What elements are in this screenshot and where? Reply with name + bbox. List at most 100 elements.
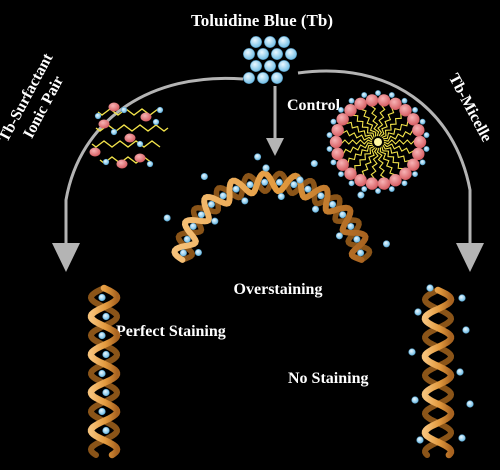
dye-dot — [375, 188, 381, 194]
bound-dye-dot — [329, 200, 337, 208]
dye-dot — [419, 118, 426, 125]
surfactant-tail — [354, 145, 375, 172]
surrounding-dye-dot — [277, 193, 285, 201]
dye-dot — [338, 107, 344, 113]
surfactant-tail — [383, 129, 414, 142]
free-dye-dot — [462, 326, 470, 334]
bound-dye-dot — [98, 331, 106, 340]
surfactant-head — [354, 174, 367, 187]
arrow-left-curve — [52, 76, 244, 272]
dye-dot — [326, 146, 333, 152]
bound-dye-dot — [261, 178, 269, 186]
surfactant-head — [89, 147, 101, 157]
toluidine-blue-dye-cluster — [243, 36, 297, 84]
dye-dot — [412, 107, 418, 113]
free-dye-dot — [408, 348, 416, 356]
bound-dye-dot — [347, 222, 355, 230]
surrounding-dye-dot — [194, 248, 202, 256]
free-dye-molecules — [262, 164, 474, 444]
surfactant-head — [399, 104, 412, 117]
free-dye-dot — [458, 294, 466, 302]
surfactant-tail — [91, 140, 161, 148]
surfactant-head — [412, 123, 425, 137]
bound-dye-dot — [246, 181, 254, 189]
helix-strand-front — [421, 286, 455, 459]
surfactant-tail — [383, 143, 415, 155]
surfactant-tail — [379, 147, 396, 176]
free-dye-dot — [416, 436, 424, 444]
dye-dot — [361, 186, 368, 192]
perfect-stained-dna-helix — [87, 284, 121, 459]
surrounding-dye-dot — [382, 240, 390, 248]
bound-dye-dot — [179, 249, 187, 257]
micelle-core — [374, 138, 382, 146]
dye-dot — [136, 140, 144, 148]
surfactant-head — [98, 119, 110, 129]
free-dye-dot — [296, 176, 304, 184]
surrounding-dye-dot — [311, 205, 319, 213]
dye-dot — [257, 72, 269, 84]
dye-dot — [412, 171, 418, 177]
dye-dot — [271, 48, 283, 60]
arrow-control-down — [266, 86, 284, 156]
free-dye-dot — [456, 368, 464, 376]
surfactant-head — [344, 167, 357, 180]
dye-dot — [338, 171, 344, 177]
surrounding-dye-dot — [357, 191, 365, 199]
surfactant-tail — [380, 107, 395, 137]
surfactant-head — [412, 147, 425, 161]
bound-dye-dot — [98, 407, 106, 416]
surfactant-tail — [383, 139, 416, 145]
surfactant-head — [336, 113, 349, 126]
bound-dye-dot — [98, 369, 106, 378]
surfactant-tail — [370, 147, 379, 180]
bound-dye-dot — [357, 249, 365, 257]
surfactant-tail — [352, 114, 375, 138]
surfactant-head — [399, 167, 412, 180]
surrounding-dye-dot — [211, 217, 219, 225]
surrounding-dye-dot — [335, 232, 343, 240]
surfactant-tail — [376, 147, 386, 179]
title-toluidine-blue: Toluidine Blue (Tb) — [191, 11, 333, 30]
dye-dot — [348, 97, 355, 104]
free-dye-dot — [414, 308, 422, 316]
dye-dot — [120, 106, 128, 114]
surfactant-tail — [345, 121, 374, 140]
surrounding-dye-dot — [163, 214, 171, 222]
bound-dye-dot — [232, 185, 240, 193]
surfactant-tail — [340, 139, 373, 145]
bound-dye-dot — [102, 426, 110, 435]
dye-dot — [330, 159, 337, 166]
surrounding-dye-dot — [200, 173, 208, 181]
helix-strand-front — [87, 284, 121, 459]
bound-dye-dot — [353, 235, 361, 243]
helix-strand-back — [421, 287, 455, 458]
surfactant-tail — [341, 129, 373, 141]
dye-dot — [156, 106, 164, 114]
dye-dot — [146, 160, 154, 168]
surrounding-dye-dot — [254, 153, 262, 161]
tb-surfactant-ionic-pair — [89, 102, 169, 169]
bound-dye-dot — [102, 388, 110, 397]
dye-dot — [348, 180, 355, 187]
surrounding-dye-dot — [241, 197, 249, 205]
dye-dot — [250, 36, 262, 48]
bound-dye-dot — [102, 350, 110, 359]
surfactant-head — [329, 135, 343, 149]
dye-dot — [264, 36, 276, 48]
surfactant-head — [377, 94, 391, 107]
bound-dye-dot — [317, 192, 325, 200]
surfactant-head — [336, 158, 349, 171]
dye-dot — [326, 132, 333, 138]
tb-micelle — [326, 90, 430, 194]
label-no-staining: No Staining — [288, 370, 368, 387]
free-dye-dot — [411, 396, 419, 404]
surfactant-tail — [382, 120, 409, 140]
dye-dot — [243, 48, 255, 60]
surfactant-head — [389, 97, 402, 110]
surfactant-head — [124, 133, 136, 143]
free-dye-dot — [262, 164, 270, 172]
surfactant-tail — [381, 146, 404, 170]
bound-dye-dot — [197, 211, 205, 219]
